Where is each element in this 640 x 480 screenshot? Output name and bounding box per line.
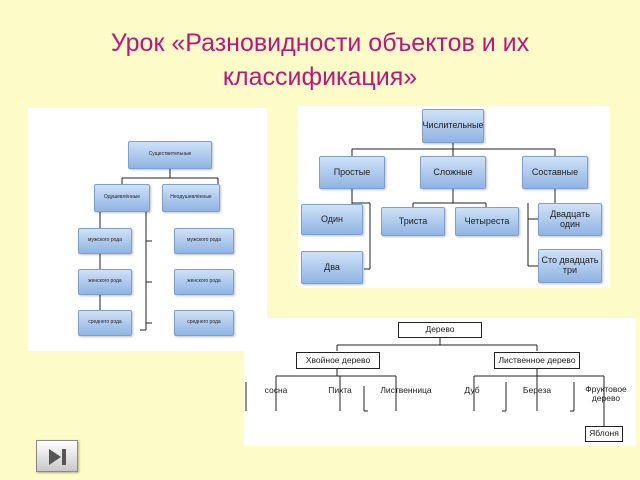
node-compound: Составные — [522, 156, 588, 189]
node-tree: Дерево — [398, 322, 482, 338]
node-birch: Береза — [522, 385, 552, 396]
node-deciduous: Лиственное дерево — [494, 352, 580, 369]
node-three-hundred: Триста — [381, 207, 445, 236]
node-simple: Простые — [319, 156, 385, 189]
node-inanimate-neut: среднего рода — [174, 310, 234, 336]
node-fir: Пихта — [328, 385, 352, 396]
node-fruit-tree: Фруктовое дерево — [585, 383, 627, 403]
node-conifer: Хвойное дерево — [296, 352, 380, 369]
node-animate: Одушевлённые — [94, 184, 150, 212]
play-skip-icon — [49, 449, 66, 465]
node-inanimate-masc: мужского рода — [174, 228, 234, 254]
node-nouns: Существительные — [128, 141, 212, 169]
page-title: Урок «Разновидности объектов и их класси… — [110, 29, 530, 91]
numerals-diagram: Числительные Простые Сложные Составные О… — [298, 106, 610, 288]
node-apple-tree: Яблоня — [585, 426, 623, 442]
node-one: Один — [301, 204, 363, 235]
node-inanimate-fem: женского рода — [174, 269, 234, 295]
node-complex: Сложные — [420, 156, 486, 189]
node-animate-fem: женского рода — [78, 269, 132, 295]
node-four-hundred: Четыреста — [455, 207, 519, 236]
node-numerals: Числительные — [422, 109, 484, 143]
node-animate-masc: мужского рода — [78, 228, 132, 254]
trees-diagram: Дерево Хвойное дерево Лиственное дерево … — [244, 318, 636, 446]
node-larch: Лиственница — [380, 385, 432, 396]
node-twenty-one: Двадцать один — [538, 203, 602, 236]
numerals-connectors — [351, 143, 556, 270]
node-animate-neut: среднего рода — [78, 310, 132, 336]
nouns-diagram: Существительные Одушевлённые Неодушевлён… — [28, 108, 267, 351]
node-pine: сосна — [264, 385, 288, 396]
node-one-twenty-three: Сто двадцать три — [538, 249, 602, 283]
node-two: Два — [301, 251, 363, 284]
node-oak: Дуб — [464, 385, 480, 396]
trees-connectors — [245, 338, 605, 426]
node-inanimate: Неодушевлённые — [162, 184, 220, 212]
next-slide-button[interactable] — [36, 440, 78, 472]
